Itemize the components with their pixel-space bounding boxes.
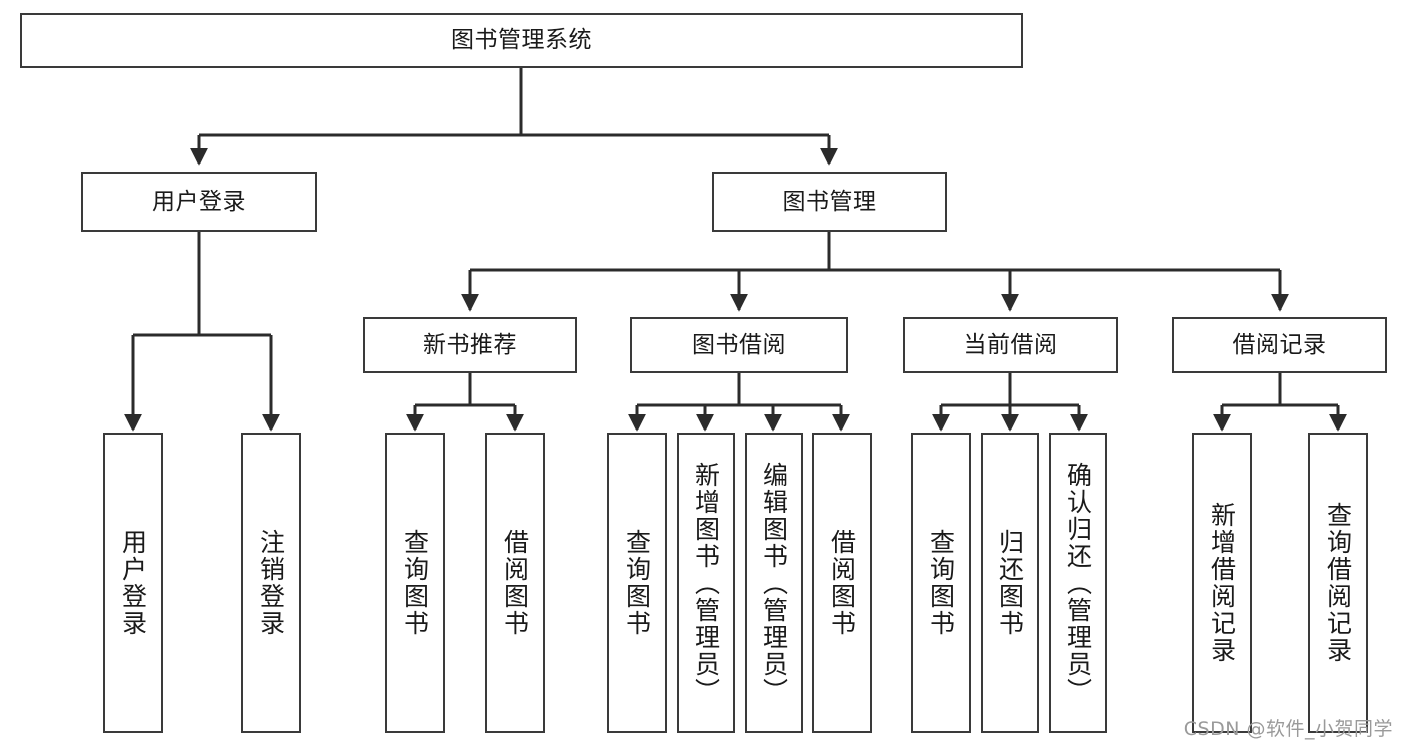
leaf-logout[interactable]: 注销登录 <box>241 433 301 733</box>
leaf-borrow-book-2-label: 借阅图书 <box>827 529 857 637</box>
node-current-borrow-label: 当前借阅 <box>963 331 1058 358</box>
node-book-borrow[interactable]: 图书借阅 <box>630 317 848 373</box>
node-borrow-record-label: 借阅记录 <box>1232 331 1327 358</box>
node-user-login[interactable]: 用户登录 <box>81 172 317 232</box>
leaf-add-book[interactable]: 新增图书（管理员） <box>677 433 735 733</box>
leaf-borrow-book-1-label: 借阅图书 <box>500 529 530 637</box>
leaf-query-book-3[interactable]: 查询图书 <box>911 433 971 733</box>
leaf-confirm-return-label: 确认归还（管理员） <box>1063 461 1093 705</box>
leaf-user-login-label: 用户登录 <box>118 529 148 637</box>
leaf-logout-label: 注销登录 <box>256 529 286 637</box>
node-borrow-record[interactable]: 借阅记录 <box>1172 317 1387 373</box>
leaf-edit-book[interactable]: 编辑图书（管理员） <box>745 433 803 733</box>
leaf-return-book[interactable]: 归还图书 <box>981 433 1039 733</box>
leaf-query-record[interactable]: 查询借阅记录 <box>1308 433 1368 733</box>
node-root-label: 图书管理系统 <box>451 27 592 54</box>
leaf-add-book-label: 新增图书（管理员） <box>691 461 721 705</box>
node-new-book-recommend[interactable]: 新书推荐 <box>363 317 577 373</box>
leaf-confirm-return[interactable]: 确认归还（管理员） <box>1049 433 1107 733</box>
node-root[interactable]: 图书管理系统 <box>20 13 1023 68</box>
leaf-add-record-label: 新增借阅记录 <box>1207 502 1237 664</box>
leaf-query-book-2[interactable]: 查询图书 <box>607 433 667 733</box>
leaf-return-book-label: 归还图书 <box>995 529 1025 637</box>
leaf-add-record[interactable]: 新增借阅记录 <box>1192 433 1252 733</box>
leaf-borrow-book-2[interactable]: 借阅图书 <box>812 433 872 733</box>
node-user-login-label: 用户登录 <box>152 188 246 215</box>
leaf-borrow-book-1[interactable]: 借阅图书 <box>485 433 545 733</box>
leaf-query-record-label: 查询借阅记录 <box>1323 502 1353 664</box>
node-current-borrow[interactable]: 当前借阅 <box>903 317 1118 373</box>
node-book-manage[interactable]: 图书管理 <box>712 172 947 232</box>
leaf-user-login[interactable]: 用户登录 <box>103 433 163 733</box>
leaf-query-book-1-label: 查询图书 <box>400 529 430 637</box>
leaf-query-book-3-label: 查询图书 <box>926 529 956 637</box>
leaf-query-book-2-label: 查询图书 <box>622 529 652 637</box>
leaf-query-book-1[interactable]: 查询图书 <box>385 433 445 733</box>
node-book-borrow-label: 图书借阅 <box>692 331 786 358</box>
node-book-manage-label: 图书管理 <box>782 188 877 215</box>
node-new-book-recommend-label: 新书推荐 <box>423 331 517 358</box>
leaf-edit-book-label: 编辑图书（管理员） <box>759 461 789 705</box>
